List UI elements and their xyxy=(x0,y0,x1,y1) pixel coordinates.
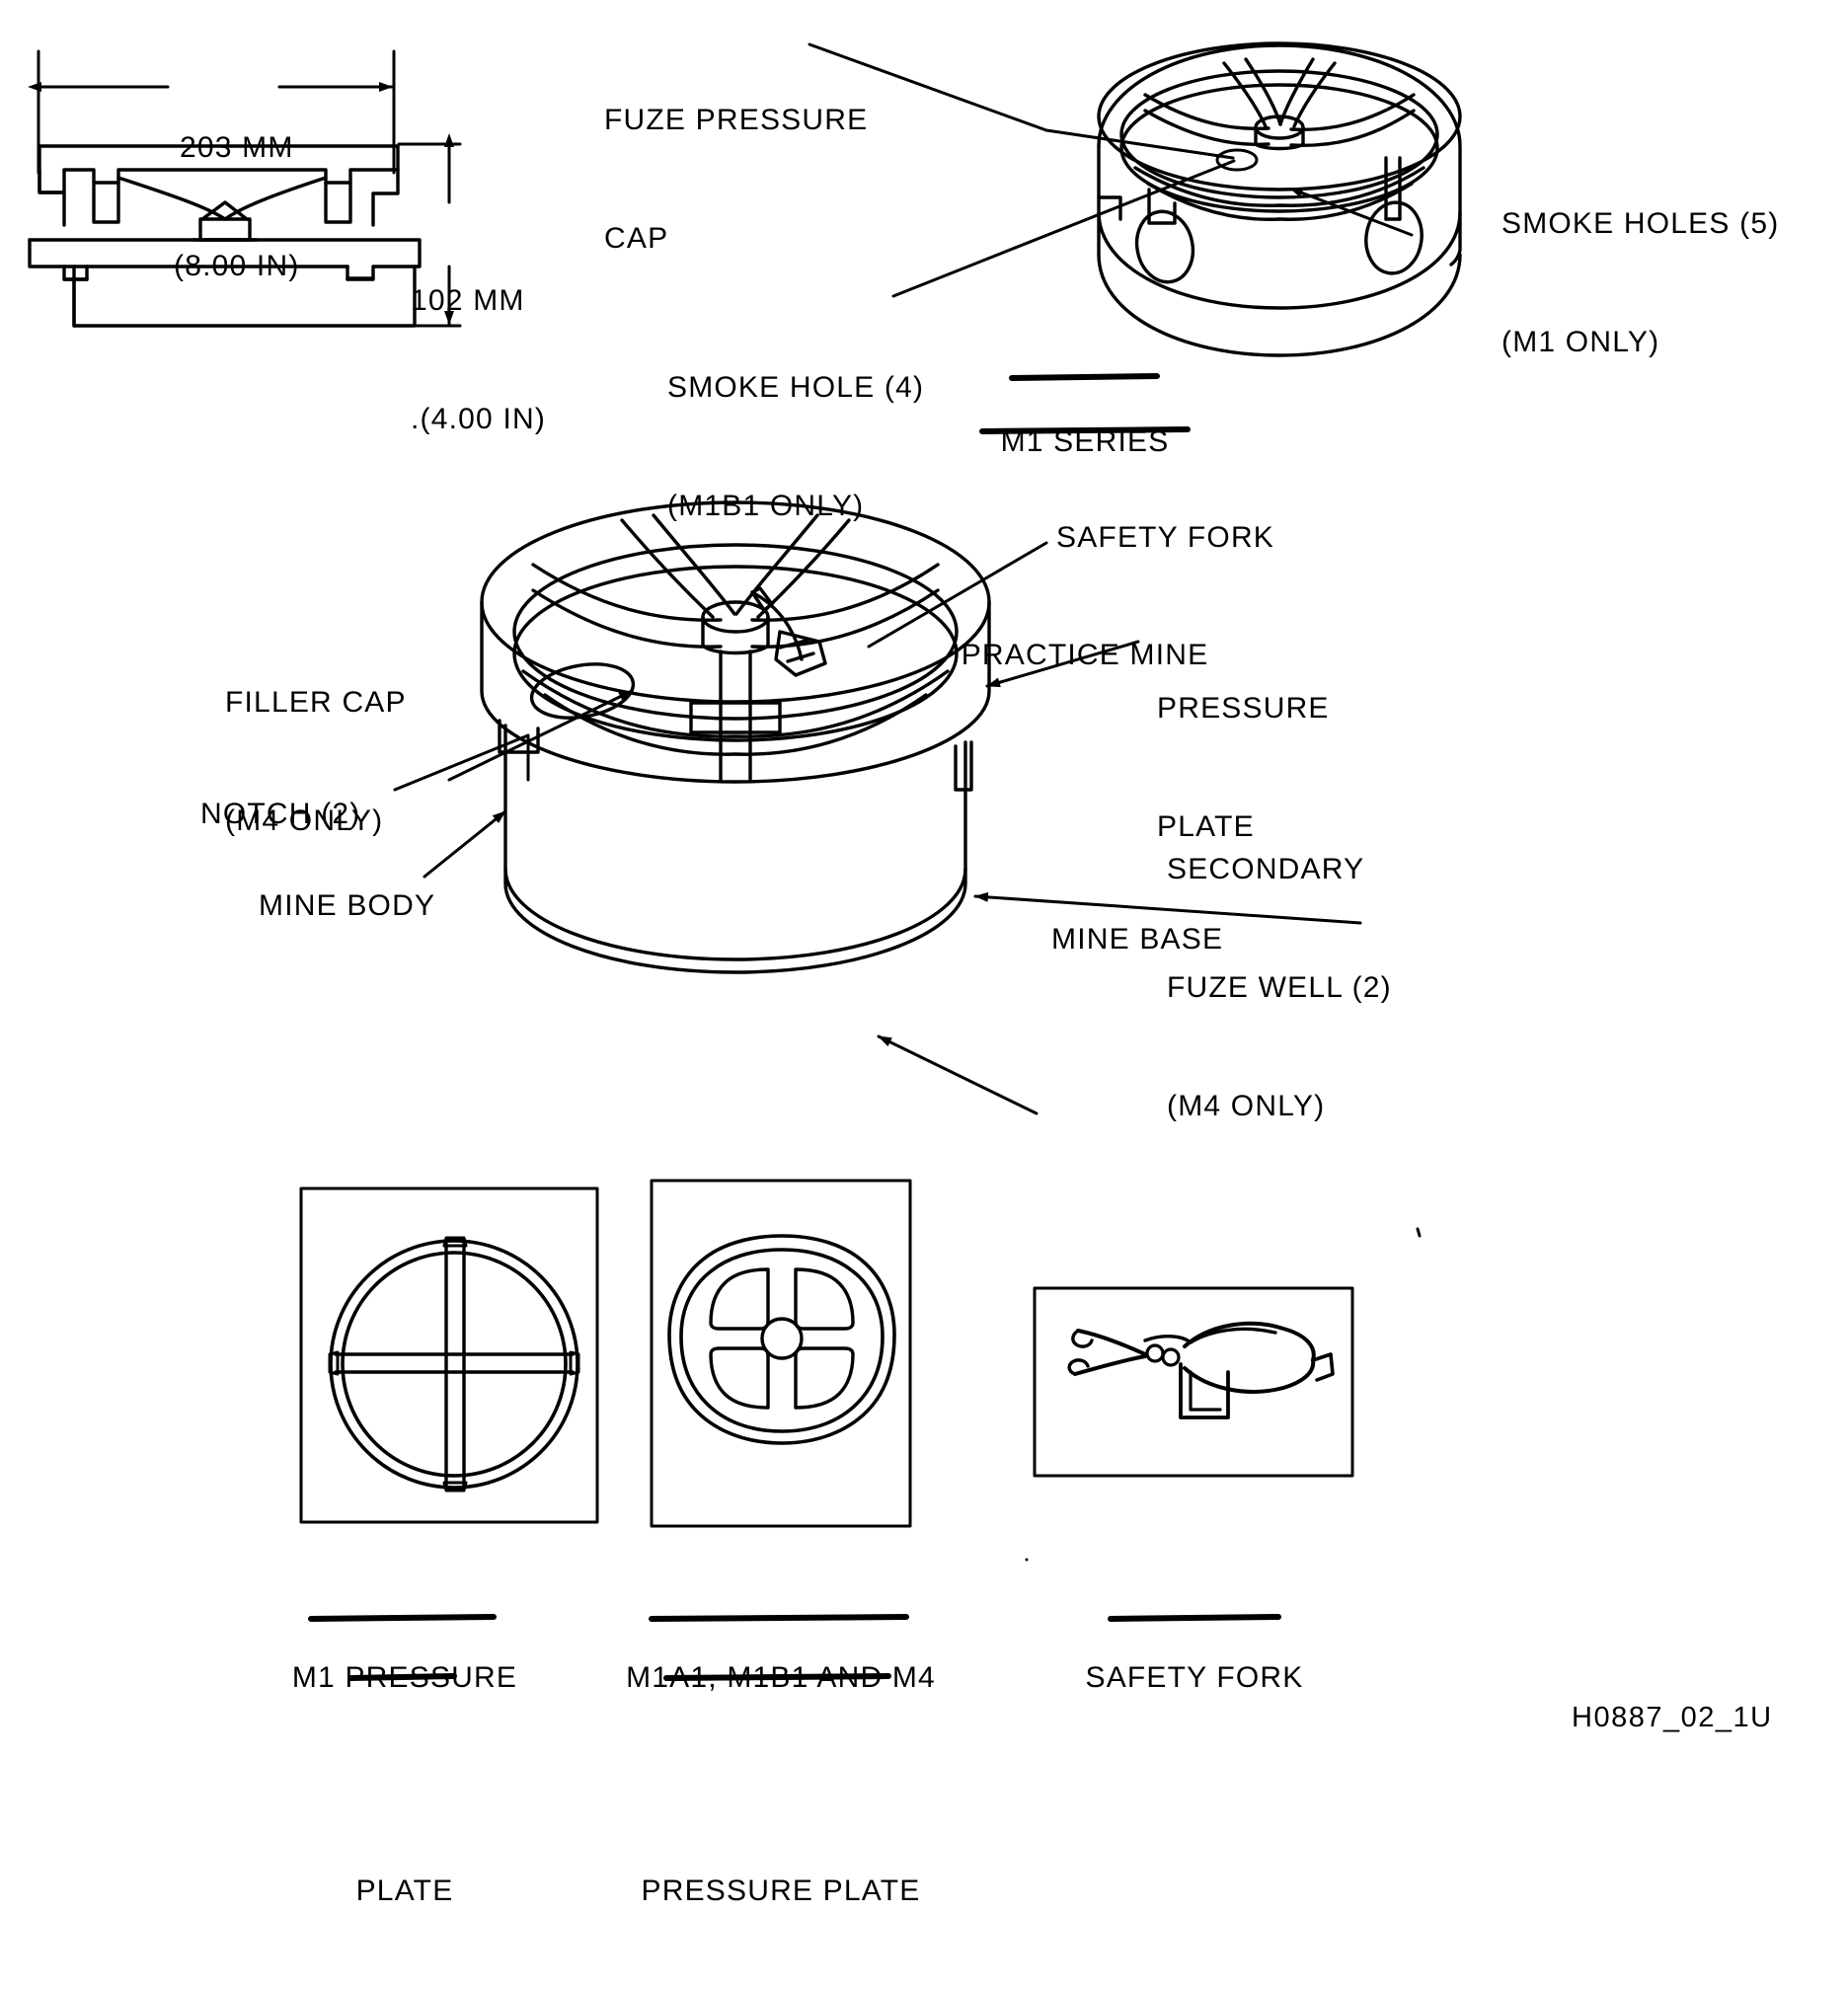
dimension-width-label: 203 MM (8.00 IN) xyxy=(174,49,300,365)
m1-pressure-plate-caption-line2: PLATE xyxy=(355,1875,454,1907)
dimension-width-line2: (8.00 IN) xyxy=(174,250,300,282)
pressure-plate-line1: PRESSURE xyxy=(1157,692,1330,725)
m1-pressure-plate-detail xyxy=(299,1186,599,1524)
practice-mine-isometric xyxy=(1097,41,1462,357)
technical-drawing-sheet: 203 MM (8.00 IN) 102 MM .(4.00 IN) FUZE … xyxy=(28,22,1779,1907)
fuze-pressure-cap-line2: CAP xyxy=(604,222,669,255)
label-notch: NOTCH (2) xyxy=(200,798,361,830)
label-pressure-plate-main: PRESSURE PLATE xyxy=(1157,610,1330,926)
caption-m1-pressure-plate: M1 PRESSURE PLATE xyxy=(276,1579,533,1990)
label-mine-body: MINE BODY xyxy=(259,889,436,922)
caption-practice-mine: M1 SERIES PRACTICE MINE xyxy=(884,344,1286,754)
practice-mine-caption-line1: M1 SERIES xyxy=(1000,425,1170,458)
caption-m1a1-m1b1-m4-pressure-plate: M1A1, M1B1 AND M4 PRESSURE PLATE xyxy=(620,1579,942,1990)
smoke-holes-5-line2: (M1 ONLY) xyxy=(1502,326,1660,358)
fuze-pressure-cap-line1: FUZE PRESSURE xyxy=(604,104,869,136)
safety-fork-caption-line1: SAFETY FORK xyxy=(1085,1661,1304,1694)
secondary-fuze-well-line3: (M4 ONLY) xyxy=(1167,1090,1326,1122)
practice-mine-caption-line2: PRACTICE MINE xyxy=(961,639,1209,671)
m1a1-m1b1-m4-pressure-plate-detail xyxy=(650,1179,912,1528)
label-fuze-pressure-cap: FUZE PRESSURE CAP xyxy=(604,22,868,338)
dimension-height-label: 102 MM .(4.00 IN) xyxy=(411,202,546,518)
figure-id-code: H0887_02_1U xyxy=(1572,1702,1773,1733)
practice-mine-leaders xyxy=(808,42,1414,298)
m1a1-caption-line1: M1A1, M1B1 AND M4 xyxy=(626,1661,936,1694)
label-secondary-fuze-well: SECONDARY FUZE WELL (2) (M4 ONLY) xyxy=(1167,771,1392,1205)
label-smoke-hole-4: SMOKE HOLE (4) (M1B1 ONLY) xyxy=(667,289,924,605)
dimension-width-line1: 203 MM xyxy=(179,131,294,164)
label-safety-fork-main: SAFETY FORK xyxy=(1056,521,1275,554)
smoke-holes-5-line1: SMOKE HOLES (5) xyxy=(1502,207,1780,240)
pressure-plate-line2: PLATE xyxy=(1157,810,1255,843)
m1a1-caption-line2: PRESSURE PLATE xyxy=(641,1875,921,1907)
safety-fork-detail xyxy=(1033,1286,1354,1478)
smoke-hole-4-line1: SMOKE HOLE (4) xyxy=(667,371,925,404)
dimension-height-line1: 102 MM xyxy=(411,284,525,317)
caption-safety-fork-detail: SAFETY FORK xyxy=(1076,1579,1313,1777)
smoke-hole-4-line2: (M1B1 ONLY) xyxy=(667,490,865,522)
dimension-height-line2: .(4.00 IN) xyxy=(411,403,547,435)
label-mine-base: MINE BASE xyxy=(1051,923,1224,956)
filler-cap-line2: (M4 ONLY) xyxy=(225,804,384,837)
secondary-fuze-well-line2: FUZE WELL (2) xyxy=(1167,971,1392,1004)
label-smoke-holes-5: SMOKE HOLES (5) (M1 ONLY) xyxy=(1502,125,1779,441)
m1-pressure-plate-caption-line1: M1 PRESSURE xyxy=(291,1661,518,1694)
filler-cap-line1: FILLER CAP xyxy=(225,686,407,719)
secondary-fuze-well-line1: SECONDARY xyxy=(1167,853,1365,885)
label-filler-cap: FILLER CAP (M4 ONLY) xyxy=(225,604,407,920)
